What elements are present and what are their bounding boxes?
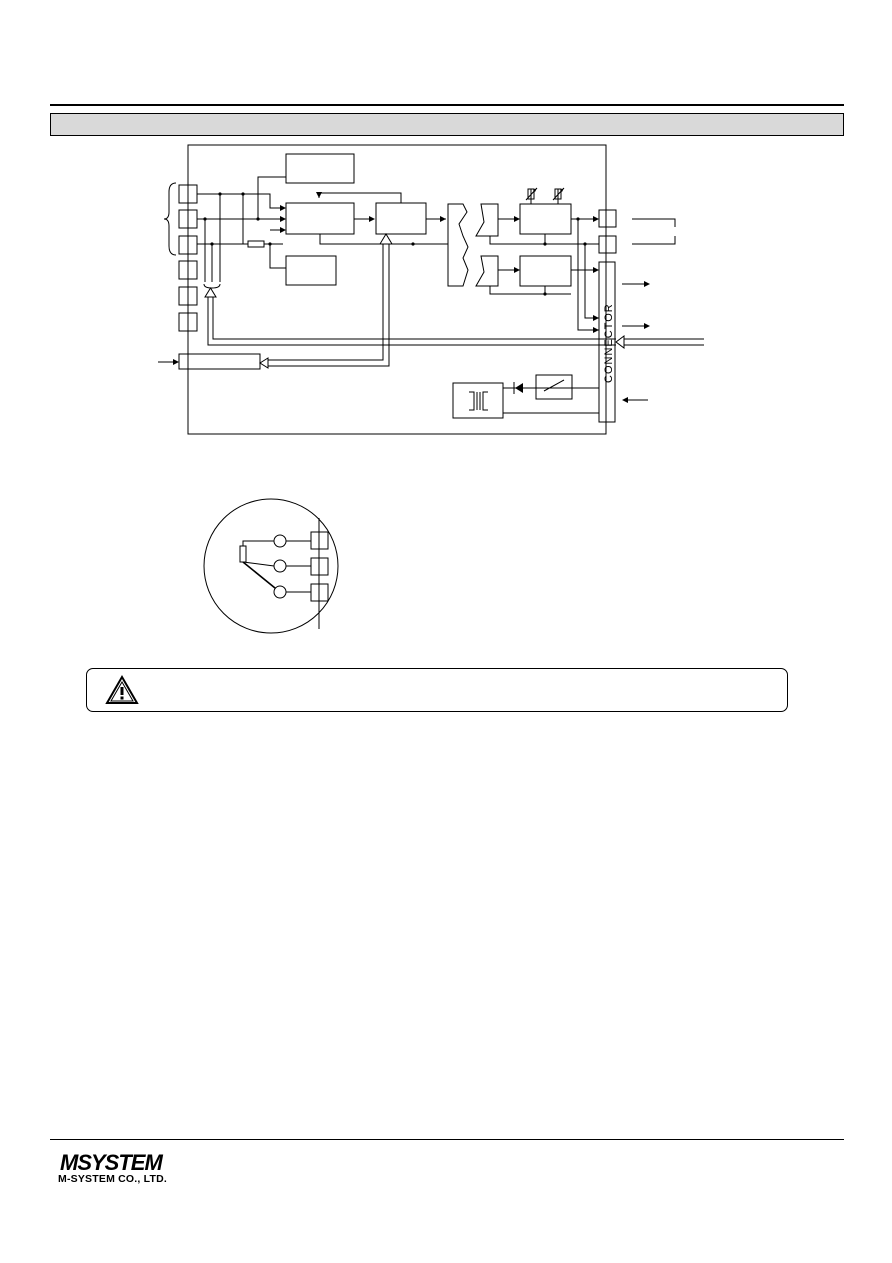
inset-node-2	[273, 559, 287, 573]
header-rule	[50, 104, 844, 106]
block-amplifier	[285, 202, 355, 235]
config-block	[178, 353, 261, 370]
block-diagram: CONNECTOR	[158, 144, 704, 634]
isolation-barrier-right-b	[475, 255, 499, 287]
diode-icon	[513, 382, 523, 394]
inset-node-3	[273, 585, 287, 599]
input-brace	[163, 182, 177, 256]
output-wire-1	[632, 218, 676, 227]
block-lower	[285, 255, 337, 286]
warning-triangle-icon	[105, 675, 139, 704]
feedback-line	[318, 192, 402, 203]
input-wiring	[197, 176, 286, 289]
msystem-logo: MSYSTEM	[60, 1150, 164, 1174]
block-upper	[285, 153, 355, 184]
block-converter	[375, 202, 427, 235]
junction-dots	[203, 192, 587, 296]
connector-block	[598, 261, 616, 423]
inset-resistor	[239, 545, 247, 563]
company-name: M-SYSTEM CO., LTD.	[58, 1173, 167, 1185]
isolation-barrier-right-a	[475, 203, 499, 237]
transformer-icon	[469, 391, 488, 411]
bus-line-a	[212, 296, 616, 340]
bus-arrow-up-left	[204, 287, 217, 298]
output-terminal-2	[598, 235, 617, 254]
bus-arrow-in	[615, 335, 625, 349]
common-line	[319, 234, 448, 245]
output-stage-1	[519, 203, 572, 235]
switch-block	[535, 374, 573, 400]
power-supply-block	[452, 382, 504, 419]
module-housing	[187, 144, 607, 435]
section-header-bar	[50, 113, 844, 136]
bus-line-b	[207, 296, 616, 346]
config-arrow	[259, 357, 269, 369]
output-terminal-1	[598, 209, 617, 228]
output-wire-2	[632, 236, 676, 245]
logo-text: MSYSTEM	[60, 1150, 163, 1174]
warning-box	[86, 668, 788, 712]
converter-arrow-up	[379, 233, 393, 245]
inset-node-1	[273, 534, 287, 548]
adjust-potentiometers	[525, 187, 565, 204]
inset-detail-circle	[203, 498, 339, 634]
isolation-barrier-left	[447, 203, 469, 287]
connector-label: CONNECTOR	[603, 303, 615, 383]
output-stage-2	[519, 255, 572, 287]
signal-arrows	[280, 192, 375, 233]
footer-rule	[50, 1139, 844, 1140]
switch-icon	[543, 379, 565, 392]
